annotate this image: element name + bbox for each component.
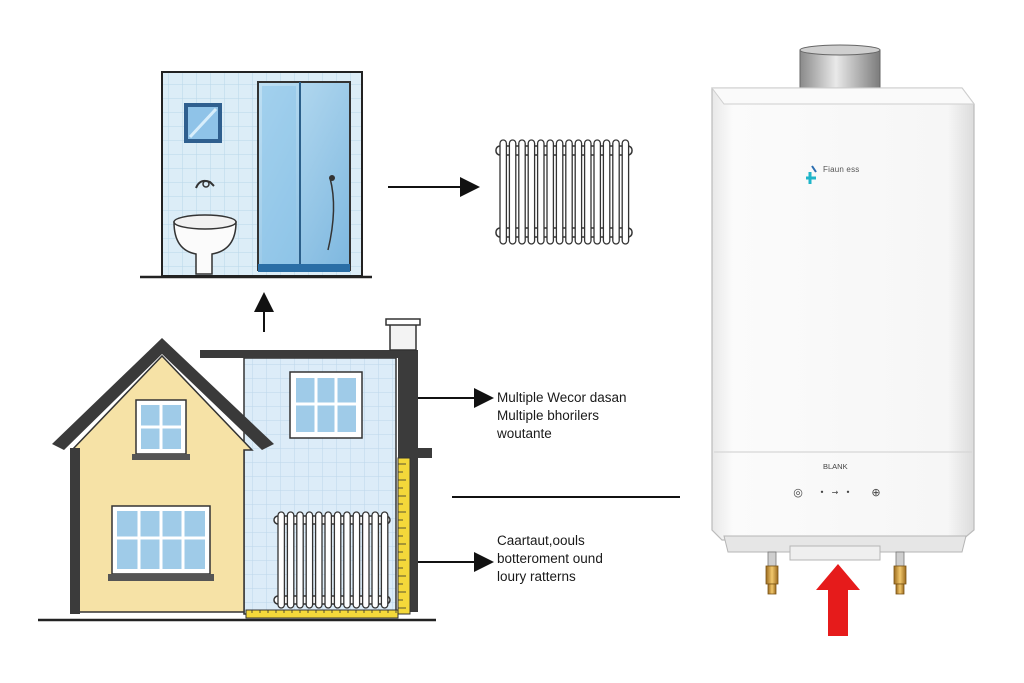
radiator-fin	[286, 511, 295, 609]
radiator-fin	[343, 511, 351, 609]
house-window-lower-left	[108, 505, 214, 581]
chimney	[385, 318, 421, 351]
radiator-fin	[593, 139, 602, 245]
callout-label-lower: Caartaut,oouls botteroment ound loury ra…	[497, 532, 603, 586]
control-panel: ◎ • → • ⊕	[793, 486, 880, 499]
power-button-icon[interactable]: ◎	[793, 486, 803, 499]
radiator-fin	[565, 139, 573, 245]
radiator-fin	[536, 139, 545, 245]
indicator-dot-left: •	[820, 488, 825, 497]
radiator-fin	[508, 139, 517, 245]
callout-lower-line-3: loury ratterns	[497, 569, 576, 584]
radiator-fin	[314, 511, 323, 609]
radiator-fin	[499, 139, 508, 245]
measuring-strip	[245, 457, 411, 619]
red-heat-arrow	[816, 564, 860, 636]
radiator-fin	[352, 511, 361, 609]
house-illustration	[38, 318, 436, 622]
callout-label-upper: Multiple Weсor dasan Multiple bhorilers …	[497, 389, 627, 443]
wall-tap	[195, 179, 215, 189]
pipe-left	[765, 551, 779, 595]
indicator-dot-right: •	[846, 488, 851, 497]
radiator-fin	[583, 139, 592, 245]
brand-logo-icon	[806, 165, 817, 184]
arrow-button-icon[interactable]: →	[832, 488, 839, 497]
callout-lower-line-1: Caartaut,oouls	[497, 533, 585, 548]
radiator-fin	[612, 139, 620, 245]
roof	[52, 338, 274, 450]
radiator-fin	[277, 511, 286, 609]
radiator-fin	[296, 511, 304, 609]
pipe-right	[893, 551, 907, 595]
radiator-fin	[333, 511, 342, 609]
heater-brand-text: Fiaun ess	[823, 165, 860, 174]
flue-pipe	[799, 49, 881, 91]
shower-enclosure	[257, 81, 351, 272]
radiator-fin	[574, 139, 583, 245]
toilet	[173, 214, 237, 275]
heater-body	[711, 87, 975, 541]
water-heater	[711, 44, 975, 636]
radiator-fin	[602, 139, 611, 245]
radiator-fin	[361, 511, 370, 609]
radiator-top	[495, 139, 633, 245]
bathroom-illustration	[140, 71, 372, 279]
heater-model-text: BLANK	[823, 462, 848, 471]
house-window-upper-right	[289, 371, 363, 439]
bathroom-window	[184, 103, 222, 143]
callout-upper-line-1: Multiple Weсor dasan	[497, 390, 627, 405]
radiator-fin	[371, 511, 380, 609]
radiator-fin	[380, 511, 389, 609]
callout-upper-line-2: Multiple bhorilers	[497, 408, 600, 423]
callout-upper-line-3: woutante	[497, 426, 552, 441]
temperature-button-icon[interactable]: ⊕	[871, 486, 880, 499]
radiator-fin	[527, 139, 536, 245]
radiator-fin	[324, 511, 333, 609]
radiator-house	[273, 511, 391, 609]
radiator-fin	[555, 139, 564, 245]
house-window-upper-left	[132, 399, 190, 460]
radiator-fin	[546, 139, 555, 245]
radiator-fin	[621, 139, 630, 245]
callout-lower-line-2: botteroment ound	[497, 551, 603, 566]
radiator-fin	[305, 511, 314, 609]
radiator-fin	[518, 139, 526, 245]
